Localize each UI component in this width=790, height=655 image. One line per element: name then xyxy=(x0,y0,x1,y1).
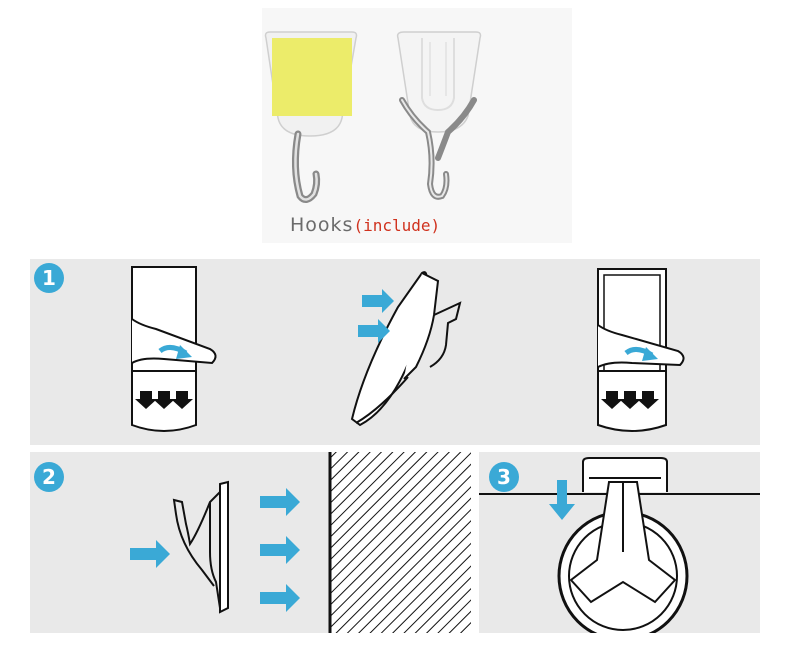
step-1-badge: 1 xyxy=(34,263,64,293)
down-arrow-icon xyxy=(549,480,575,520)
push-arrow-icon xyxy=(130,540,170,568)
down-arrows-icon xyxy=(135,391,193,409)
hook-with-ring-figure xyxy=(557,457,689,633)
step-2-panel: 2 xyxy=(30,452,471,633)
product-photo xyxy=(262,8,572,243)
step-1-panel: 1 xyxy=(30,259,760,445)
caption-sub: (include) xyxy=(353,216,441,235)
hook-peel-figure xyxy=(350,271,462,427)
hook-side-figure xyxy=(172,480,229,614)
step-3-badge: 3 xyxy=(489,462,519,492)
peel-arrow-icon xyxy=(158,345,192,359)
step-3-illustration xyxy=(479,457,760,633)
push-arrows-right-icon xyxy=(260,488,300,612)
push-arrows-icon xyxy=(358,289,394,343)
step-2-illustration xyxy=(130,452,471,633)
caption-main: Hooks xyxy=(290,214,354,236)
step-3-panel: 3 xyxy=(479,452,760,633)
down-arrows-icon-right xyxy=(601,391,659,409)
wall-surface xyxy=(330,452,471,633)
peel-arrow-icon-right xyxy=(624,347,658,361)
step-1-illustration xyxy=(131,266,685,432)
photo-caption: Hooks(include) xyxy=(290,214,440,237)
step-2-badge: 2 xyxy=(34,462,64,492)
adhesive-pad xyxy=(272,38,352,116)
hook-back-view xyxy=(264,31,358,203)
hook-front-view xyxy=(396,31,482,200)
hooks-illustration xyxy=(264,31,482,203)
peel-liner-figure-right xyxy=(597,268,685,432)
